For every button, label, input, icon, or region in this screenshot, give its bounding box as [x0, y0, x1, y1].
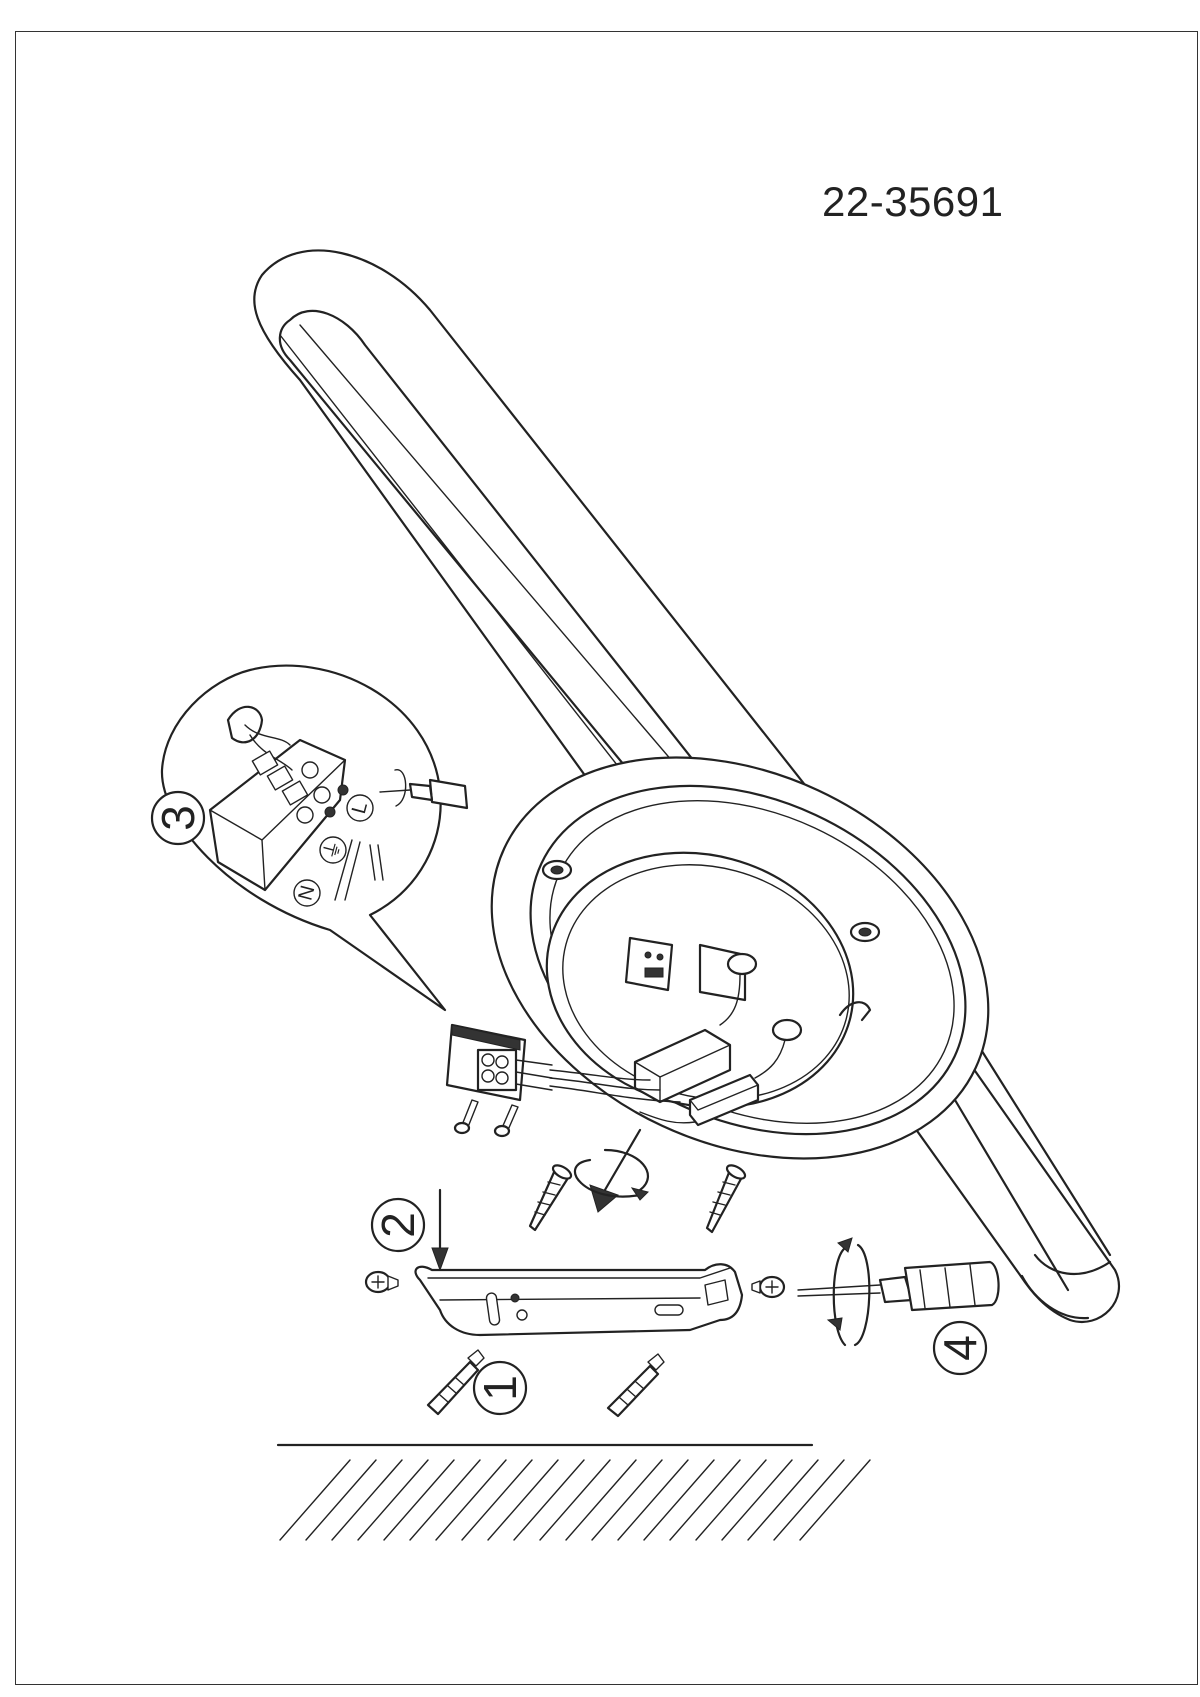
wall-hatch-line	[617, 1459, 689, 1541]
mounting-bracket	[414, 1263, 744, 1337]
step-3-number: 3	[152, 805, 204, 831]
wall-hatch-line	[487, 1459, 559, 1541]
canopy-screw-icon	[541, 859, 573, 881]
neutral-label: N	[295, 883, 320, 903]
wall-hatch-line	[643, 1459, 715, 1541]
terminal-screw-icon	[453, 1099, 479, 1135]
wall-hatch-line	[279, 1459, 351, 1541]
wall-hatch-line	[799, 1459, 871, 1541]
wall-surface	[276, 1443, 871, 1541]
wall-hatch-line	[747, 1459, 819, 1541]
detail-terminal-block	[208, 705, 349, 892]
step-3-marker: 3	[150, 790, 206, 846]
page-frame	[15, 31, 1198, 1685]
wood-screw-icon	[528, 1164, 573, 1232]
bracket-screw-right-icon	[751, 1275, 786, 1299]
wall-hatch-line	[591, 1459, 663, 1541]
rotate-arrow-icon	[574, 1148, 649, 1201]
wall-hatch-line	[461, 1459, 533, 1541]
step-1-marker: 1	[472, 1360, 528, 1416]
terminal-screw-icon	[493, 1104, 519, 1138]
connector-plate	[624, 936, 803, 1079]
step2-down-arrow-icon	[431, 1188, 449, 1272]
detail-screwdriver-icon	[379, 769, 469, 810]
wall-hatch-line	[513, 1459, 585, 1541]
bracket-screw-left-icon	[364, 1270, 399, 1294]
wall-hatch-line	[773, 1459, 845, 1541]
screwdriver-icon	[797, 1260, 1000, 1312]
wall-hatch-line	[357, 1459, 429, 1541]
down-arrow-icon	[589, 1128, 642, 1213]
wall-hatch-line	[331, 1459, 403, 1541]
wall-hatch-line	[539, 1459, 611, 1541]
wall-hatch-line	[383, 1459, 455, 1541]
live-label-circle	[346, 794, 374, 822]
earth-label-circle	[319, 836, 347, 864]
lamp-canopy	[490, 756, 990, 1160]
wall-hatch-line	[565, 1459, 637, 1541]
neutral-label-circle	[293, 879, 321, 907]
wall-hatch-line	[305, 1459, 377, 1541]
wall-hatch-line	[721, 1459, 793, 1541]
wood-screw-icon	[705, 1164, 747, 1234]
live-label: L	[348, 800, 372, 816]
wiring-detail-bubble: L ⏚ N	[160, 664, 469, 1012]
terminal-block	[445, 1023, 553, 1102]
step-2-number: 2	[372, 1212, 424, 1238]
lamp-ring	[253, 249, 1121, 1323]
canopy-screw-icon	[849, 921, 881, 943]
wall-hatch-line	[409, 1459, 481, 1541]
step-4-marker: 4	[932, 1320, 988, 1376]
model-number: 22-35691	[822, 178, 1004, 225]
wall-hatch-line	[435, 1459, 507, 1541]
step-4-number: 4	[934, 1335, 986, 1361]
wall-hatch-line	[669, 1459, 741, 1541]
wall-plug-icon	[606, 1353, 665, 1418]
wall-hatch-line	[695, 1459, 767, 1541]
step-2-marker: 2	[370, 1197, 426, 1253]
rotate-arrow-icon	[826, 1237, 871, 1347]
step-1-number: 1	[474, 1375, 526, 1401]
canopy-clip	[838, 1001, 872, 1022]
wall-plug-icon	[426, 1349, 485, 1416]
lamp-wires	[549, 1069, 696, 1124]
